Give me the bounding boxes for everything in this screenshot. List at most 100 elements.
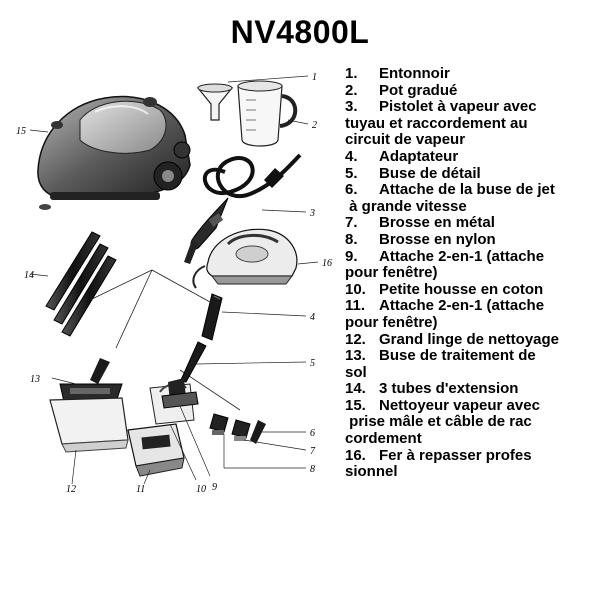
part-number: 10. (345, 280, 366, 298)
callout-12: 12 (66, 484, 76, 495)
part-label: Entonnoir (379, 65, 450, 82)
leader-lines (29, 75, 319, 485)
part-label: Grand linge de nettoyage (379, 330, 560, 348)
parts-list-item: 12. Grand linge de nettoyage (345, 330, 600, 349)
callout-15: 15 (16, 126, 26, 137)
parts-list-item: 10. Petite housse en coton (345, 280, 600, 299)
part-label: Attache 2-en-1 (attache (379, 247, 545, 265)
steam-hose-gun (184, 153, 302, 264)
parts-list: 1. Entonnoir 2. Pot gradué 3. Pistolet à vape… (345, 65, 600, 481)
window-attachment-11 (127, 423, 185, 477)
callout-1: 1 (312, 72, 317, 83)
part-label: circuit de vapeur (345, 131, 466, 149)
steam-iron (192, 228, 298, 289)
part-label: Pot gradué (379, 81, 458, 99)
part-label: Brosse en métal (379, 214, 495, 232)
part-label: sionnel (345, 463, 398, 481)
part-number: 12. (345, 330, 366, 348)
part-number: 15. (345, 396, 366, 414)
parts-list-item: 1. Entonnoir (345, 65, 600, 83)
part-number: 5. (345, 164, 358, 182)
callout-6: 6 (310, 428, 315, 439)
callout-labels: 1 2 3 4 5 6 7 8 9 10 11 12 13 14 15 16 (16, 72, 332, 495)
part-label: Nettoyeur vapeur avec (379, 396, 540, 414)
steam-cleaner-unit (37, 95, 191, 210)
part-number: 14. (345, 380, 366, 398)
callout-5: 5 (310, 358, 315, 369)
part-number: 8. (345, 230, 358, 248)
part-label: Attache 2-en-1 (attache (379, 297, 545, 315)
part-label: Attache de la buse de jet (379, 181, 555, 199)
part-label: Adaptateur (379, 147, 459, 165)
callout-16: 16 (322, 258, 332, 269)
parts-list-item: 9. Attache 2-en-1 (attache (345, 247, 600, 266)
parts-list-item: 16. Fer à repasser profes (345, 446, 600, 465)
part-number: 16. (345, 446, 366, 464)
part-label: pour fenêtre) (345, 264, 438, 282)
detail-nozzle (180, 341, 207, 383)
parts-list-item: circuit de vapeur (345, 132, 600, 149)
nylon-brush (209, 413, 229, 435)
parts-list-item: 11. Attache 2-en-1 (attache (345, 298, 600, 315)
grouping-lines (89, 269, 241, 411)
metal-brush (231, 419, 251, 441)
part-number: 4. (345, 147, 358, 165)
floor-nozzle (59, 358, 123, 403)
callout-13: 13 (30, 374, 40, 385)
parts-list-item: 5. Buse de détail (345, 164, 600, 183)
part-label: 3 tubes d'extension (379, 380, 519, 398)
part-number: 9. (345, 247, 358, 265)
part-number: 6. (345, 181, 358, 199)
parts-list-item: 7. Brosse en métal (345, 215, 600, 232)
part-label: Buse de traitement de (379, 347, 536, 365)
parts-illustration: 1 2 3 4 5 6 7 8 9 10 11 12 13 14 15 16 (16, 72, 332, 495)
large-cleaning-cloth (49, 397, 129, 453)
window-attachment-9 (161, 378, 199, 409)
part-label: Buse de détail (379, 164, 481, 182)
part-label: Brosse en nylon (379, 230, 496, 248)
page-title: NV4800L (230, 14, 370, 50)
callout-10: 10 (196, 484, 206, 495)
callout-7: 7 (310, 446, 316, 457)
part-number: 1. (345, 65, 358, 82)
part-label: pour fenêtre) (345, 313, 438, 331)
parts-list-item: 4. Adaptateur (345, 147, 600, 166)
callout-2: 2 (312, 120, 317, 131)
callout-11: 11 (136, 484, 145, 495)
parts-list-item: cordement (345, 430, 600, 448)
parts-list-item: sionnel (345, 463, 600, 481)
parts-list-item: sol (345, 363, 600, 382)
jet-nozzle (250, 420, 266, 444)
part-number: 11. (345, 297, 366, 315)
parts-list-item: 14. 3 tubes d'extension (345, 380, 600, 398)
part-label: cordement (345, 430, 422, 448)
callout-8: 8 (310, 464, 315, 475)
parts-list-item: 15. Nettoyeur vapeur avec (345, 396, 600, 415)
parts-list-item: pour fenêtre) (345, 313, 600, 332)
callout-4: 4 (310, 312, 315, 323)
parts-list-item: 2. Pot gradué (345, 81, 600, 100)
part-number: 2. (345, 81, 358, 99)
parts-list-item: tuyau et raccordement au (345, 114, 600, 133)
part-label: Pistolet à vapeur avec (379, 98, 537, 116)
callout-9: 9 (212, 482, 217, 493)
parts-list-item: 6. Attache de la buse de jet (345, 181, 600, 199)
parts-list-item: à grande vitesse (345, 198, 600, 216)
parts-list-item: 13. Buse de traitement de (345, 347, 600, 365)
part-label: Fer à repasser profes (379, 446, 532, 464)
parts-list-item: 8. Brosse en nylon (345, 230, 600, 249)
parts-list-item: prise mâle et câble de rac (345, 414, 600, 431)
part-number: 13. (345, 347, 366, 365)
callout-3: 3 (309, 208, 315, 219)
funnel (196, 83, 234, 121)
part-number: 7. (345, 214, 358, 232)
part-label: tuyau et raccordement au (345, 114, 528, 132)
parts-list-item: pour fenêtre) (345, 264, 600, 282)
measuring-jug (237, 80, 298, 147)
part-label: Petite housse en coton (379, 280, 544, 298)
part-label: prise mâle et câble de rac (345, 413, 532, 431)
part-label: sol (345, 363, 367, 381)
part-number: 3. (345, 98, 358, 116)
callout-14: 14 (24, 270, 34, 281)
adapter (201, 293, 223, 341)
